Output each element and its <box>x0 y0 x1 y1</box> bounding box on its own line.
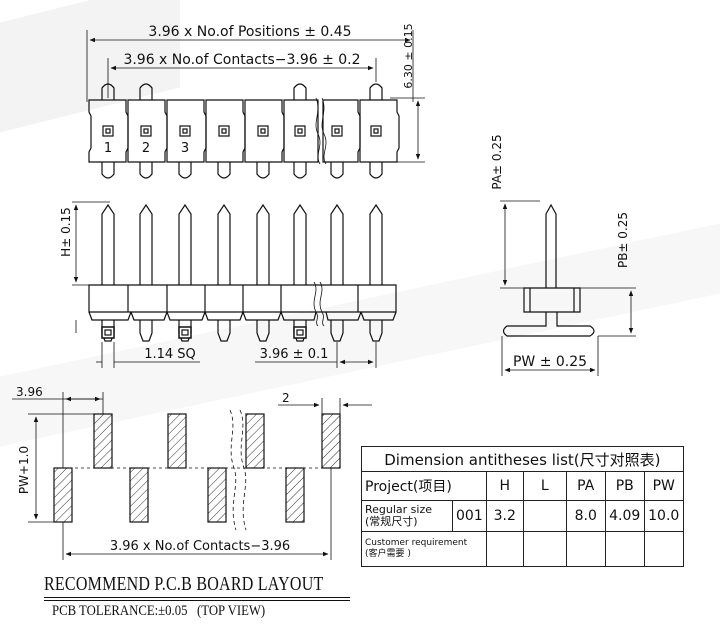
regular-h: 3.2 <box>485 500 524 532</box>
caption-rule <box>44 597 350 598</box>
header-h: H <box>485 471 524 501</box>
header-l: L <box>522 471 567 501</box>
lower-pins <box>101 320 383 342</box>
pin-tips <box>101 83 383 179</box>
view-text: (TOP VIEW) <box>197 603 266 619</box>
regular-label-cn: (常规尺寸) <box>365 515 418 528</box>
bent-lead <box>502 312 595 337</box>
dim-pa-label: PA± 0.25 <box>490 134 504 189</box>
pcb-layout <box>12 392 372 560</box>
table-row: Regular size(常规尺寸) 001 3.2 8.0 4.09 10.0 <box>361 500 684 532</box>
side-pin <box>545 203 557 288</box>
regular-pb: 4.09 <box>604 500 645 532</box>
header-pb: PB <box>604 471 645 501</box>
regular-label: Regular size(常规尺寸) <box>361 500 453 532</box>
pcb-caption-title: RECOMMEND P.C.B BOARD LAYOUT <box>44 573 324 595</box>
pcb-pw-label: PW+1.0 <box>17 446 31 494</box>
table-title-row: Dimension antitheses list(尺寸对照表) <box>361 446 684 472</box>
dim-h-label: H± 0.15 <box>59 207 73 257</box>
dim-height-label: 6.30 ± 0.15 <box>402 23 415 88</box>
pin-number-1: 1 <box>104 141 112 156</box>
pin-number-2: 2 <box>142 141 150 156</box>
pcb-pad <box>53 467 73 523</box>
tolerance-text: PCB TOLERANCE:±0.05 <box>52 603 188 619</box>
pcb-contacts-label: 3.96 x No.of Contacts−3.96 <box>110 539 290 554</box>
regular-l <box>522 500 567 532</box>
custom-pw <box>643 531 684 567</box>
table-title: Dimension antitheses list(尺寸对照表) <box>361 446 684 472</box>
pcb-pad <box>129 467 149 523</box>
custom-label: Customer requirement(客户需要 ) <box>361 531 487 567</box>
front-view <box>72 201 397 368</box>
table-header-row: Project(项目) H L PA PB PW <box>361 471 684 501</box>
header-pa: PA <box>565 471 606 501</box>
square-pins <box>102 125 382 137</box>
side-view <box>500 200 636 376</box>
custom-h <box>485 531 524 567</box>
dim-contacts-label: 3.96 x No.of Contacts−3.96 ± 0.2 <box>123 52 360 68</box>
regular-pa: 8.0 <box>565 500 606 532</box>
pcb-pad <box>321 413 341 469</box>
top-view <box>86 30 425 179</box>
dim-pb-label: PB± 0.25 <box>616 212 630 268</box>
caption-rule <box>44 600 350 601</box>
upper-pins <box>101 203 383 285</box>
pcb-pad <box>167 413 187 469</box>
pcb-caption-tolerance: PCB TOLERANCE:±0.05 (TOP VIEW) <box>52 603 265 620</box>
table-row: Customer requirement(客户需要 ) <box>361 531 684 567</box>
regular-code: 001 <box>452 500 487 532</box>
housing-cells <box>88 99 400 163</box>
custom-pb <box>604 531 645 567</box>
pcb-pad <box>207 467 227 523</box>
dim-pw-label: PW ± 0.25 <box>513 354 587 370</box>
pcb-pitch-label: 3.96 <box>16 385 43 399</box>
dim-pitch-label: 3.96 ± 0.1 <box>260 347 329 362</box>
regular-pw: 10.0 <box>643 500 684 532</box>
dim-sq-label: 1.14 SQ <box>144 347 196 362</box>
pcb-pad <box>245 413 265 469</box>
custom-pa <box>565 531 606 567</box>
header-pw: PW <box>643 471 684 501</box>
pin-number-3: 3 <box>181 141 189 156</box>
dimension-table: Dimension antitheses list(尺寸对照表) Project… <box>361 446 684 567</box>
pcb-pad <box>285 467 305 523</box>
pcb-two-label: 2 <box>282 391 290 405</box>
dim-positions-label: 3.96 x No.of Positions ± 0.45 <box>148 24 351 40</box>
custom-label-en: Customer requirement <box>365 538 468 548</box>
header-project: Project(项目) <box>361 471 487 501</box>
regular-label-en: Regular size <box>365 503 433 516</box>
custom-l <box>522 531 567 567</box>
custom-label-cn: (客户需要 ) <box>365 549 411 559</box>
pcb-pad <box>93 413 113 469</box>
